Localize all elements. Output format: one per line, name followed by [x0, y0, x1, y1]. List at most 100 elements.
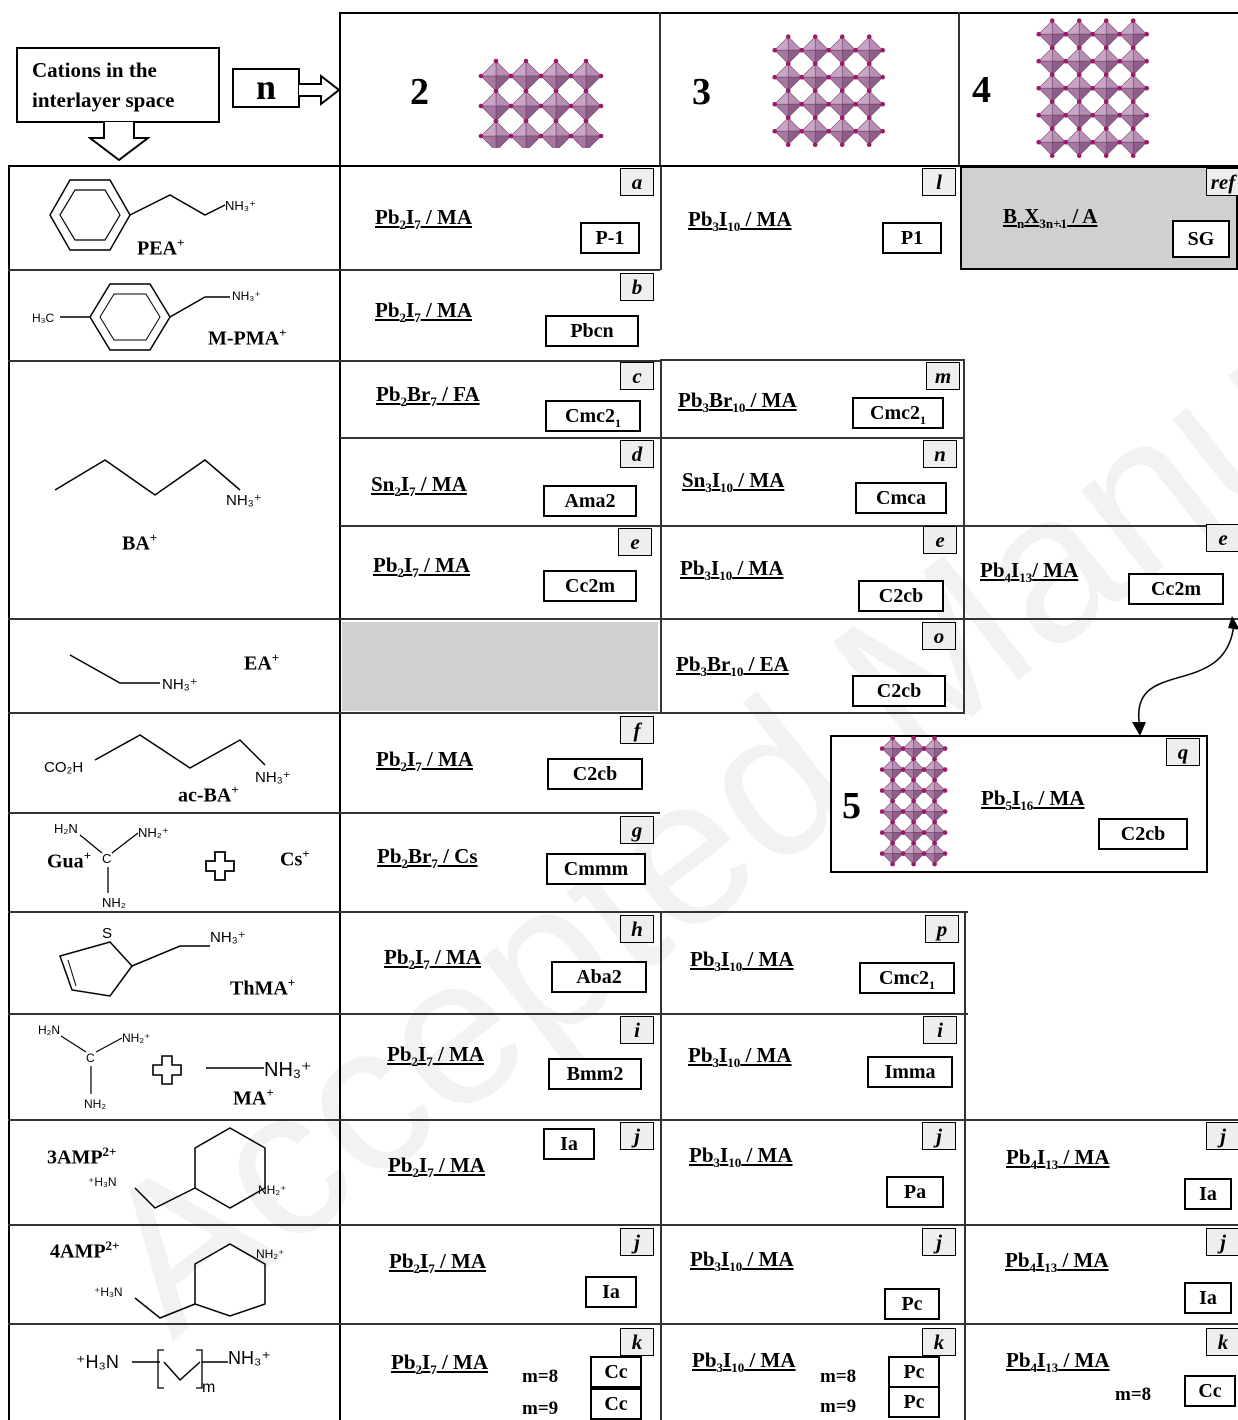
formula-d: Sn2I7 / MA — [371, 472, 467, 500]
empty-ea-n2-cell — [342, 622, 658, 711]
svg-text:H₃C: H₃C — [32, 311, 55, 325]
formula-o: Pb3Br10 / EA — [676, 652, 789, 680]
ref-label-e[interactable]: e — [618, 528, 652, 556]
formula-j: Pb2I7 / MA — [388, 1153, 486, 1181]
ref-legend-ref: ref — [1206, 168, 1238, 196]
space-group: Cmc21 — [859, 962, 955, 994]
perovskite-n5-structure — [880, 736, 948, 867]
space-group: Aba2 — [551, 961, 647, 993]
formula-k: Pb2I7 / MA — [391, 1350, 489, 1378]
ref-label-k[interactable]: k — [922, 1328, 956, 1356]
svg-text:NH₃⁺: NH₃⁺ — [225, 198, 256, 213]
ref-label-b[interactable]: b — [620, 273, 654, 301]
ref-label-n[interactable]: n — [923, 440, 957, 468]
m-value-label: m=9 — [522, 1398, 559, 1419]
ref-label-f[interactable]: f — [620, 716, 654, 744]
svg-text:NH₃⁺: NH₃⁺ — [228, 1348, 271, 1368]
space-group: Cmc21 — [545, 400, 641, 432]
right-arrow-icon — [299, 74, 341, 106]
ref-label-h[interactable]: h — [620, 915, 654, 943]
space-group: Pc — [884, 1288, 940, 1320]
svg-text:C: C — [86, 1051, 95, 1065]
svg-text:NH₂⁺: NH₂⁺ — [256, 1247, 284, 1261]
svg-text:NH₂⁺: NH₂⁺ — [122, 1031, 150, 1045]
n-label: n — [255, 67, 277, 107]
formula-b: Pb2I7 / MA — [375, 298, 473, 326]
formula-j: Pb2I7 / MA — [389, 1249, 487, 1277]
cation-m-pma: M-PMA+ — [208, 325, 287, 350]
space-group: Cc — [590, 1356, 642, 1388]
ref-label-k[interactable]: k — [1206, 1328, 1238, 1356]
formula-n: Sn3I10 / MA — [682, 468, 785, 496]
ref-label-j[interactable]: j — [922, 1228, 956, 1256]
svg-text:NH₂⁺: NH₂⁺ — [258, 1183, 286, 1197]
n-value-3: 3 — [692, 71, 711, 113]
svg-text:NH₂⁺: NH₂⁺ — [138, 825, 169, 840]
space-group: Cc2m — [1128, 573, 1224, 605]
formula-k: Pb3I10 / MA — [692, 1348, 796, 1376]
formula-e: Pb2I7 / MA — [373, 553, 471, 581]
ref-label-e[interactable]: e — [923, 526, 957, 554]
svg-text:⁺H₃N: ⁺H₃N — [76, 1352, 119, 1372]
ref-label-c[interactable]: c — [620, 362, 654, 390]
perovskite-n3-structure — [772, 34, 885, 147]
curved-double-arrow — [1132, 616, 1238, 736]
ref-label-p[interactable]: p — [925, 915, 959, 943]
ref-label-e[interactable]: e — [1206, 524, 1238, 552]
ref-label-j[interactable]: j — [1206, 1122, 1238, 1150]
svg-text:NH₃⁺: NH₃⁺ — [210, 929, 246, 946]
ref-label-a[interactable]: a — [620, 168, 654, 196]
svg-text:⁺H₃N: ⁺H₃N — [88, 1175, 117, 1189]
formula-f: Pb2I7 / MA — [376, 747, 474, 775]
pea-molecule: NH₃⁺ — [49, 179, 256, 251]
ref-label-k[interactable]: k — [620, 1328, 654, 1356]
svg-text:NH₂: NH₂ — [102, 895, 126, 910]
ref-label-j[interactable]: j — [620, 1122, 654, 1150]
space-group: Cmca — [855, 482, 947, 514]
cation-4amp: 4AMP2+ — [50, 1238, 120, 1263]
space-group: C2cb — [1098, 818, 1188, 850]
perovskite-n2-structure — [478, 58, 604, 148]
space-group: C2cb — [858, 580, 944, 612]
cation-gua: Gua+ — [47, 848, 92, 873]
perovskite-n4-structure — [1036, 18, 1149, 158]
cations-label-box: Cations in the interlayer space — [16, 47, 220, 123]
ref-label-o[interactable]: o — [922, 622, 956, 650]
cations-label: Cations in the interlayer space — [32, 58, 175, 112]
ref-label-j[interactable]: j — [922, 1122, 956, 1150]
formula-m: Pb3Br10 / MA — [678, 388, 797, 416]
ref-label-m[interactable]: m — [926, 362, 960, 390]
cation-ea: EA+ — [244, 650, 280, 675]
ref-label-g[interactable]: g — [620, 816, 654, 844]
svg-text:NH₃⁺: NH₃⁺ — [255, 769, 291, 786]
space-group: C2cb — [852, 675, 946, 707]
formula-h: Pb2I7 / MA — [384, 945, 482, 973]
ref-label-q[interactable]: q — [1166, 738, 1200, 766]
ref-label-j[interactable]: j — [1206, 1228, 1238, 1256]
ref-label-d[interactable]: d — [620, 440, 654, 468]
space-group: Cmmm — [546, 853, 646, 885]
formula-j: Pb4I13 / MA — [1005, 1248, 1109, 1276]
cation-3amp: 3AMP2+ — [47, 1144, 117, 1169]
formula-j: Pb4I13 / MA — [1006, 1145, 1110, 1173]
plus-icon — [205, 851, 235, 881]
ref-label-l[interactable]: l — [922, 168, 956, 196]
formula-j: Pb3I10 / MA — [690, 1247, 794, 1275]
thma-molecule: S NH₃⁺ — [59, 925, 246, 997]
ref-label-i[interactable]: i — [620, 1016, 654, 1044]
down-arrow-icon — [88, 122, 150, 162]
svg-text:⁺H₃N: ⁺H₃N — [94, 1285, 123, 1299]
formula-k: Pb4I13 / MA — [1006, 1348, 1110, 1376]
formula-e: Pb4I13/ MA — [980, 558, 1079, 586]
gua-molecule: H₂N NH₂⁺ C NH₂ — [54, 821, 169, 910]
svg-text:m: m — [202, 1379, 215, 1396]
m-value-label: m=8 — [522, 1366, 559, 1387]
svg-text:H₂N: H₂N — [38, 1023, 60, 1037]
ref-label-i[interactable]: i — [923, 1016, 957, 1044]
formula-j: Pb3I10 / MA — [689, 1143, 793, 1171]
ref-label-j[interactable]: j — [620, 1228, 654, 1256]
m-value-label: m=8 — [1115, 1384, 1152, 1405]
formula-c: Pb2Br7 / FA — [376, 382, 480, 410]
svg-text:NH₃⁺: NH₃⁺ — [226, 492, 262, 509]
space-group: P1 — [882, 222, 942, 254]
